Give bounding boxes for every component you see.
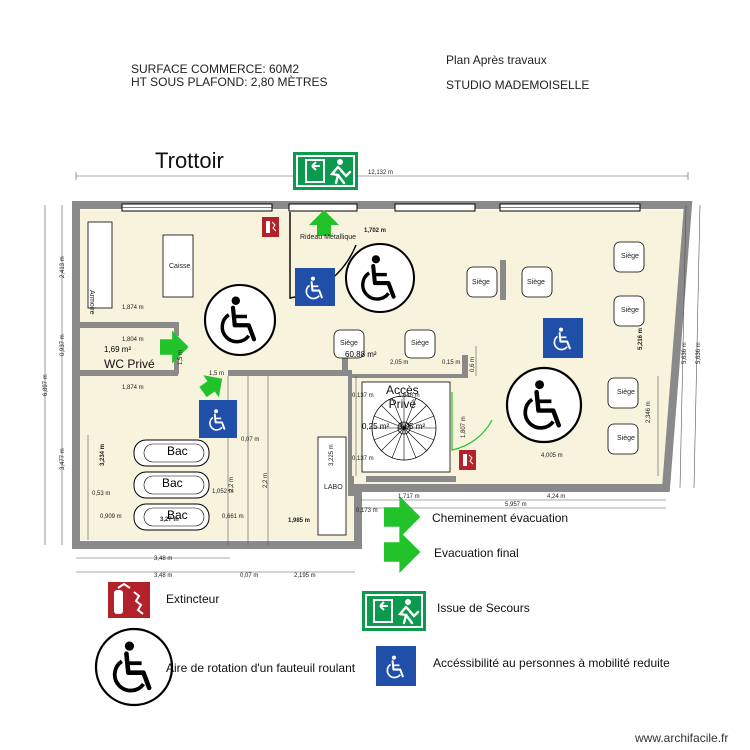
- height-label: HT SOUS PLAFOND: 2,80 MÈTRES: [131, 75, 328, 89]
- dim-1-5c: 1,5 m: [178, 349, 184, 365]
- dim-4005: 4,005 m: [541, 453, 563, 459]
- dim-left-2413: 2,413 m: [60, 256, 66, 278]
- dim-3234: 3,234 m: [100, 443, 106, 466]
- plan-title: Plan Après travaux: [446, 53, 547, 67]
- dim-3-27: 3,27 m: [160, 517, 179, 523]
- dim-5636b: 5,636 m: [696, 342, 702, 364]
- dim-1717: 1,717 m: [398, 494, 420, 500]
- dim-3225: 3,225 m: [329, 444, 335, 466]
- siege-2: Siège: [527, 279, 545, 286]
- dim-0-6: 0,6 m: [470, 356, 476, 372]
- legend-aire: Aire de rotation d'un fauteuil roulant: [166, 661, 356, 675]
- street-label: Trottoir: [155, 148, 224, 173]
- dim-0-07b: 0,07 m: [240, 573, 259, 579]
- area-wc: 1,69 m²: [104, 345, 132, 354]
- area-small: 0,25 m²: [362, 422, 390, 431]
- dim-rideau: 1,702 m: [364, 228, 387, 234]
- dim-left-6897: 6,897 m: [43, 374, 49, 396]
- dim-1807: 1,807 m: [461, 416, 467, 438]
- legend-final: Evacuation final: [434, 546, 519, 560]
- dim-5957: 5,957 m: [505, 502, 527, 508]
- dim-4-24: 4,24 m: [547, 494, 566, 500]
- siege-7: Siège: [617, 389, 635, 396]
- siege-4: Siège: [621, 307, 639, 314]
- legend-access: Accéssibilité au personnes à mobilité re…: [433, 656, 670, 670]
- dim-top-total: 12,132 m: [368, 170, 394, 176]
- dim-left-0937: 0,937 m: [60, 334, 66, 356]
- dim-5216: 5,216 m: [638, 327, 644, 350]
- bac-3: Bac: [167, 508, 188, 522]
- dim-0137b: 0,137 m: [352, 456, 374, 462]
- siege-6: Siège: [411, 340, 429, 347]
- bac-2: Bac: [162, 476, 183, 490]
- bac-1: Bac: [167, 444, 188, 458]
- legend-issue: Issue de Secours: [437, 601, 530, 615]
- siege-8: Siège: [617, 435, 635, 442]
- area-main: 60,88 m²: [345, 350, 377, 359]
- dim-5636a: 5,636 m: [682, 342, 688, 364]
- dim-1648: 1,648 m: [398, 393, 420, 399]
- dim-2195: 2,195 m: [294, 573, 316, 579]
- dim-0661: 0,661 m: [222, 514, 244, 520]
- dim-0909: 0,909 m: [100, 514, 122, 520]
- legend-chemin: Cheminement évacuation: [432, 511, 569, 525]
- dim-1804: 1,804 m: [122, 337, 144, 343]
- wc-label: WC Privé: [104, 357, 155, 371]
- siege-5: Siège: [340, 340, 358, 347]
- area-stairs: 3,05 m²: [398, 422, 426, 431]
- caisse-label: Caisse: [169, 263, 191, 270]
- labo-label: LABO: [324, 484, 343, 491]
- dim-1052: 1,052 m: [212, 489, 234, 495]
- dim-3-48a: 3,48 m: [154, 556, 173, 562]
- dim-left-3477: 3,477 m: [60, 448, 66, 470]
- dim-0173: 0,173 m: [356, 508, 378, 514]
- studio-name: STUDIO MADEMOISELLE: [446, 78, 590, 92]
- dim-0-15: 0,15 m: [442, 360, 461, 366]
- siege-3: Siège: [621, 253, 639, 260]
- surface-label: SURFACE COMMERCE: 60M2: [131, 62, 300, 76]
- footer-url[interactable]: www.archifacile.fr: [635, 731, 729, 745]
- legend-extincteur: Extincteur: [166, 592, 220, 606]
- dim-1-5: 1,5 m: [209, 371, 225, 377]
- acces-label: Accès Privé: [386, 383, 419, 411]
- dim-1985: 1,985 m: [288, 518, 311, 524]
- dim-0-53: 0,53 m: [92, 491, 111, 497]
- dim-2-2b: 2,2 m: [263, 472, 269, 488]
- dim-1874b: 1,874 m: [122, 385, 144, 391]
- dim-3-48b: 3,48 m: [154, 573, 173, 579]
- dim-1874a: 1,874 m: [122, 305, 144, 311]
- dim-0137a: 0,137 m: [352, 393, 374, 399]
- dim-0-07a: 0,07 m: [241, 437, 260, 443]
- armoire-label: Armoire: [88, 290, 95, 315]
- dim-2346: 2,346 m: [646, 401, 652, 423]
- rideau-label: Rideau Métallique: [300, 234, 357, 241]
- dim-2-05: 2,05 m: [390, 360, 409, 366]
- siege-1: Siège: [472, 279, 490, 286]
